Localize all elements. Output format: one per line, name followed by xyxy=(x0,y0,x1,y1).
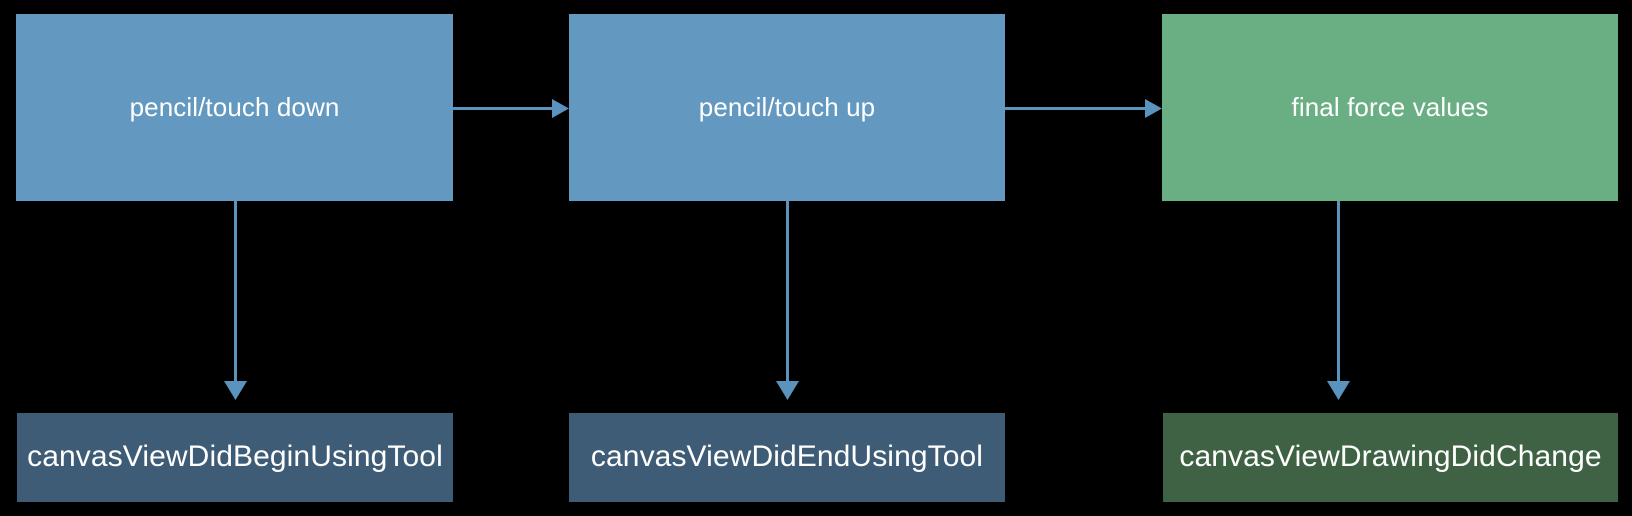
edge-up-to-end xyxy=(776,201,799,400)
edge-down-to-up xyxy=(453,99,569,118)
edge-up-to-force xyxy=(1005,99,1162,118)
node-final-force-values[interactable]: final force values xyxy=(1162,14,1618,201)
node-canvas-view-did-end-using-tool[interactable]: canvasViewDidEndUsingTool xyxy=(569,413,1005,502)
edge-force-to-change xyxy=(1327,201,1350,400)
node-canvas-view-drawing-did-change[interactable]: canvasViewDrawingDidChange xyxy=(1163,413,1618,502)
edge-down-to-begin xyxy=(224,201,247,400)
node-canvas-view-did-begin-using-tool[interactable]: canvasViewDidBeginUsingTool xyxy=(17,413,453,502)
node-pencil-touch-up[interactable]: pencil/touch up xyxy=(569,14,1005,201)
node-pencil-touch-down[interactable]: pencil/touch down xyxy=(16,14,453,201)
